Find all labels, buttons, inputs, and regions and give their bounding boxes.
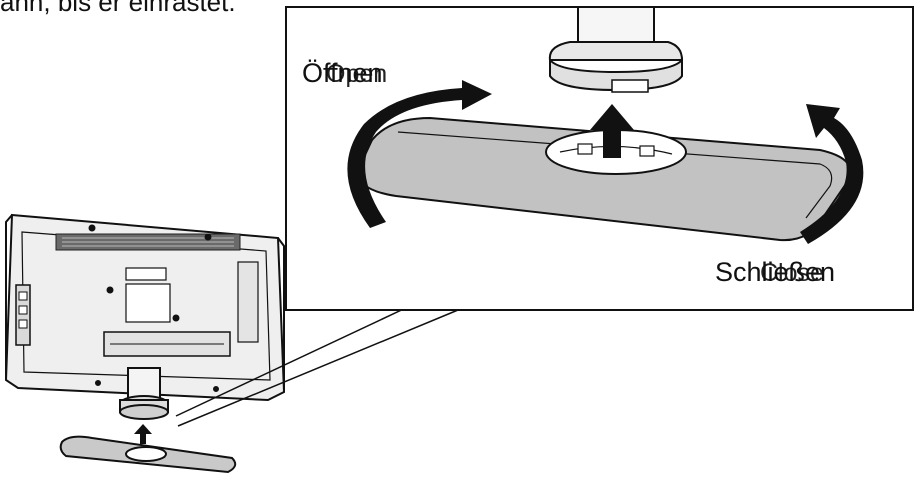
open-label-de: Öffnen xyxy=(302,58,383,88)
zoom-panel xyxy=(285,6,914,311)
stand-neck-small xyxy=(119,367,169,420)
stand-neck xyxy=(548,6,684,93)
rotate-open-arrow-icon xyxy=(347,80,492,228)
base-plate-small xyxy=(59,435,237,474)
rating-label xyxy=(125,267,167,281)
small-up-arrow-icon xyxy=(134,424,152,444)
zoom-leader-lines xyxy=(175,305,459,427)
rotate-close-arrow-icon xyxy=(800,104,864,244)
base-plate xyxy=(356,116,852,242)
tv-rear xyxy=(4,213,286,402)
header-instruction-text: ann, bis er einrastet. xyxy=(0,0,236,17)
close-label-de: Schließen xyxy=(715,257,836,287)
open-label-en: Open xyxy=(326,60,388,88)
close-label-en: Close xyxy=(760,259,824,287)
